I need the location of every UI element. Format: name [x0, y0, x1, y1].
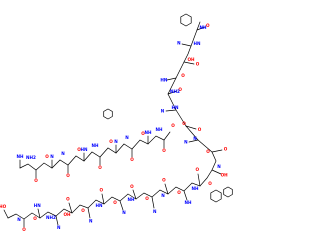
atom-label: NH: [144, 130, 152, 135]
atom-label: NH: [199, 25, 207, 30]
side-chain-bond: [87, 207, 91, 219]
atom-label: OH: [187, 57, 195, 62]
atom-label: NH2: [170, 89, 180, 94]
atom-label: O: [162, 148, 166, 153]
atom-label: N: [161, 108, 165, 113]
atom-label: O: [77, 147, 81, 152]
atom-label: O: [66, 197, 70, 202]
side-chain-bond: [164, 183, 169, 195]
side-chain-bond: [167, 90, 178, 95]
atom-label: NH: [155, 127, 163, 132]
side-chain-bond: [196, 26, 206, 31]
side-chain-bond: [183, 190, 188, 201]
chain-segment-bonds: [19, 131, 171, 171]
atom-label: O: [130, 157, 134, 162]
atom-label: NH: [16, 154, 24, 159]
atom-label: O: [145, 196, 149, 201]
atom-label: O: [181, 73, 185, 78]
atom-label: HN: [193, 41, 201, 46]
side-chain-bond: [166, 77, 177, 81]
atom-label: O: [224, 146, 228, 151]
atom-label: O: [177, 190, 181, 195]
atom-label: O: [171, 123, 175, 128]
side-chain-bond: [119, 200, 124, 211]
side-chain-bond: [37, 208, 41, 219]
atom-label: O: [81, 208, 85, 213]
atom-label: N: [184, 140, 188, 145]
side-chain-bond: [101, 193, 105, 205]
side-chain-bond: [165, 109, 177, 112]
side-chain-bond: [3, 209, 9, 219]
side-chain-bond: [132, 189, 137, 200]
atom-label: O: [178, 87, 182, 92]
atom-label: O: [208, 181, 212, 186]
aromatic-ring: [103, 108, 113, 120]
side-chain-bond: [197, 173, 201, 187]
side-chain-bond: [211, 169, 222, 175]
side-chain-bond: [181, 43, 192, 47]
atom-label: NH2: [46, 215, 56, 220]
atom-label: N: [161, 193, 165, 198]
side-chain-bond: [185, 125, 197, 130]
atom-label: O: [98, 165, 102, 170]
atom-label: NH: [185, 200, 193, 205]
atom-label: NH2: [26, 155, 36, 160]
atom-label: O: [198, 127, 202, 132]
atom-label: O: [130, 184, 134, 189]
atom-label: O: [206, 23, 210, 28]
atom-label: O: [45, 154, 49, 159]
peptide-structure-diagram: HOOHNNONONONONHOOHONONOHNONONHONOHNONONH…: [0, 13, 233, 232]
atom-label: N: [50, 154, 54, 159]
atom-label: N: [153, 209, 157, 214]
atom-label: N: [177, 40, 181, 45]
side-chain-bond: [68, 202, 73, 214]
atom-label: O: [141, 131, 145, 136]
atom-label: O: [33, 216, 37, 221]
atom-label: O: [196, 167, 200, 172]
atom-label: O: [109, 139, 113, 144]
atom-label: N: [217, 164, 221, 169]
atom-label: HN: [95, 203, 103, 208]
atom-label: O: [100, 188, 104, 193]
bond-layer: [3, 13, 233, 228]
atom-label: N: [57, 225, 61, 230]
atom-label: N: [125, 135, 129, 140]
atom-label: N: [17, 217, 21, 222]
atom-label: HN: [34, 203, 42, 208]
atom-label: N: [193, 136, 197, 141]
aromatic-ring: [210, 189, 222, 203]
atom-label: OH: [63, 212, 71, 217]
atom-label: HO: [0, 204, 7, 209]
side-chain-bond: [183, 61, 195, 65]
atom-label: O: [66, 173, 70, 178]
aromatic-ring: [180, 13, 192, 27]
atom-label: O: [196, 62, 200, 67]
atom-label: NH: [191, 186, 199, 191]
atom-label: N: [122, 210, 126, 215]
atom-label: N: [61, 151, 65, 156]
atom-label: O: [113, 200, 117, 205]
atom-label: OH: [221, 172, 229, 177]
backbone-bonds: [7, 21, 217, 220]
side-chain-bond: [151, 196, 155, 209]
side-chain-bond: [55, 215, 59, 226]
atom-label: O: [182, 121, 186, 126]
atom-label: O: [206, 149, 210, 154]
atom-label: HN: [171, 105, 179, 110]
side-chain-bond: [188, 139, 199, 143]
atom-label-layer: HOOHNNONONONONHOOHONONOHNONONHONOHNONONH…: [0, 23, 228, 232]
side-chain-bond: [211, 149, 223, 153]
atom-label: HN: [80, 147, 88, 152]
atom-label: N: [114, 139, 118, 144]
atom-label: O: [162, 178, 166, 183]
atom-label: N: [89, 219, 93, 224]
atom-label: O: [34, 178, 38, 183]
atom-label: NH: [127, 197, 135, 202]
aromatic-ring: [223, 186, 233, 198]
atom-label: HN: [160, 78, 168, 83]
atom-label: NH: [91, 143, 99, 148]
atom-label: O: [22, 227, 26, 232]
